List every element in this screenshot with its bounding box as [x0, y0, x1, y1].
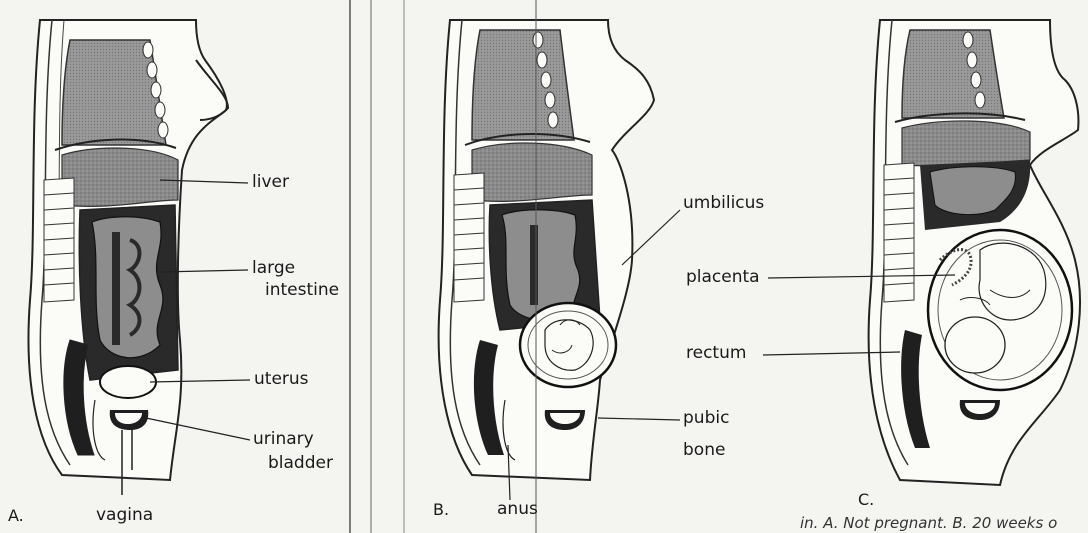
label-liver: liver [252, 173, 289, 193]
label-vagina: vagina [96, 506, 153, 526]
panel-letter-a: A. [8, 506, 24, 525]
label-anus: anus [497, 500, 538, 520]
figure-caption: in. A. Not pregnant. B. 20 weeks o [800, 514, 1057, 532]
panel-letter-c: C. [858, 490, 874, 509]
label-large-intestine-line2: intestine [265, 281, 339, 301]
label-uterus: uterus [254, 370, 309, 390]
panel-letter-b: B. [433, 500, 449, 519]
label-pubic-bone-line2: bone [683, 441, 725, 461]
panel-a-body [28, 20, 228, 495]
label-rectum: rectum [686, 344, 746, 364]
label-urinary-bladder-line1: urinary [253, 430, 314, 450]
label-large-intestine-line1: large [252, 259, 295, 279]
label-pubic-bone-line1: pubic [683, 409, 729, 429]
label-urinary-bladder-line2: bladder [268, 454, 333, 474]
panel-c-body [869, 20, 1080, 485]
page-gutter [350, 0, 404, 533]
label-umbilicus: umbilicus [683, 194, 764, 214]
label-placenta: placenta [686, 268, 760, 288]
panel-b-body [439, 0, 654, 533]
